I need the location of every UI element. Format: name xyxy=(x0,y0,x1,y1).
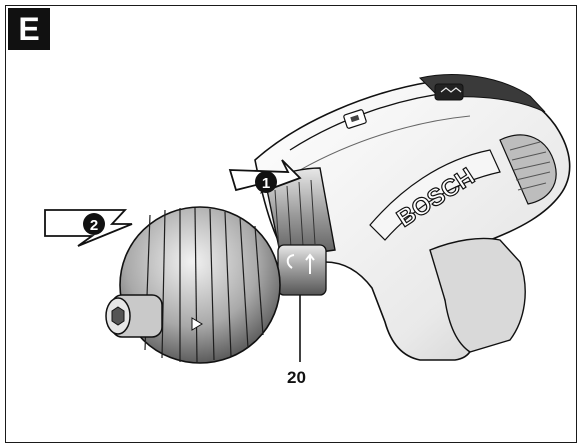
step-2-number: 2 xyxy=(90,217,98,234)
handle-grip xyxy=(429,237,526,353)
callout-label: 20 xyxy=(287,368,306,387)
section-label: E xyxy=(8,8,50,50)
indicator-window xyxy=(434,83,464,101)
step-2-marker xyxy=(83,213,105,235)
top-ridge-2 xyxy=(299,115,471,171)
side-grip-pad xyxy=(499,134,557,205)
step-1-number: 1 xyxy=(262,175,270,192)
rotation-ring xyxy=(277,244,327,296)
brand-plate xyxy=(369,149,501,241)
step-1-marker xyxy=(255,171,277,193)
chuck xyxy=(119,206,281,364)
chuck-direction-arrow xyxy=(191,317,203,331)
hex-socket xyxy=(111,306,125,326)
